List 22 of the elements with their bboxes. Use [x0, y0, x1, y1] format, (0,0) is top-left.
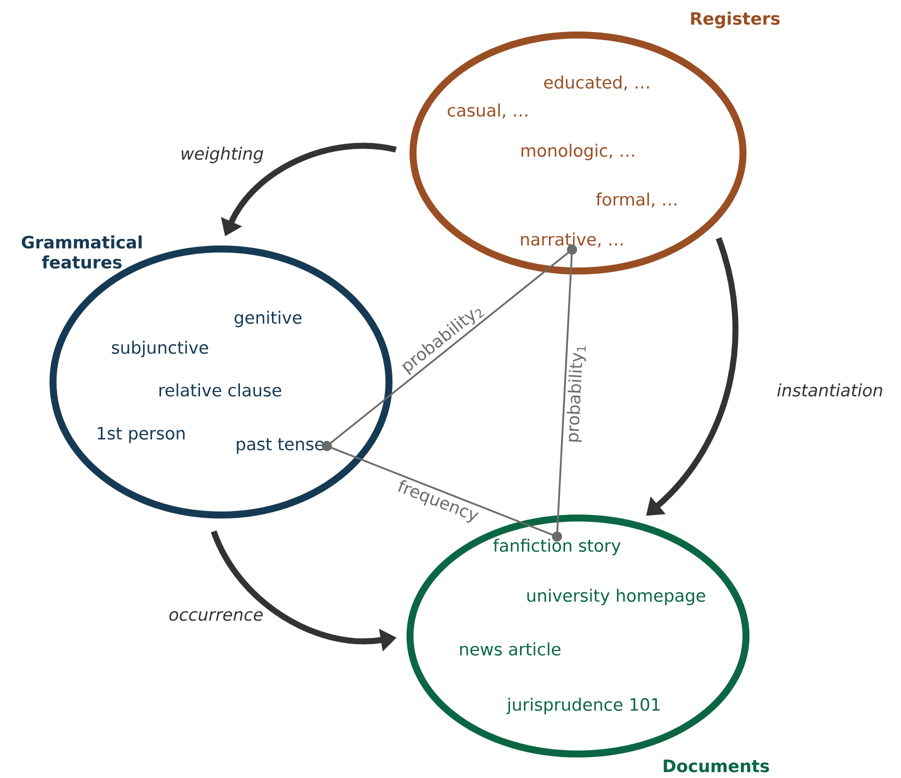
- heading: Documents: [664, 760, 769, 772]
- item-label: educated, …: [544, 76, 649, 90]
- item-label: narrative, …: [521, 232, 623, 248]
- item-label: news article: [460, 642, 560, 656]
- item-label: past tense: [236, 438, 324, 454]
- item-label: jurisprudence 101: [506, 698, 660, 714]
- item-label: formal, …: [596, 192, 676, 208]
- item-label: university homepage: [527, 588, 706, 606]
- edge-label: occurrence: [169, 611, 263, 621]
- edge-label: instantiation: [777, 383, 882, 397]
- arrow: [322, 441, 562, 542]
- edge-label: probability$_{1}$: [566, 346, 586, 442]
- item-label: genitive: [234, 310, 302, 328]
- heading: Registers: [691, 12, 780, 28]
- item-label: monologic, …: [522, 144, 634, 160]
- item-label: relative clause: [160, 383, 282, 397]
- heading: Grammatical features: [22, 235, 142, 269]
- item-label: 1st person: [98, 427, 185, 443]
- edge-label: weighting: [182, 146, 264, 164]
- item-label: casual, …: [448, 104, 528, 118]
- item-label: subjunctive: [112, 340, 208, 358]
- item-label: fanfiction story: [493, 538, 621, 556]
